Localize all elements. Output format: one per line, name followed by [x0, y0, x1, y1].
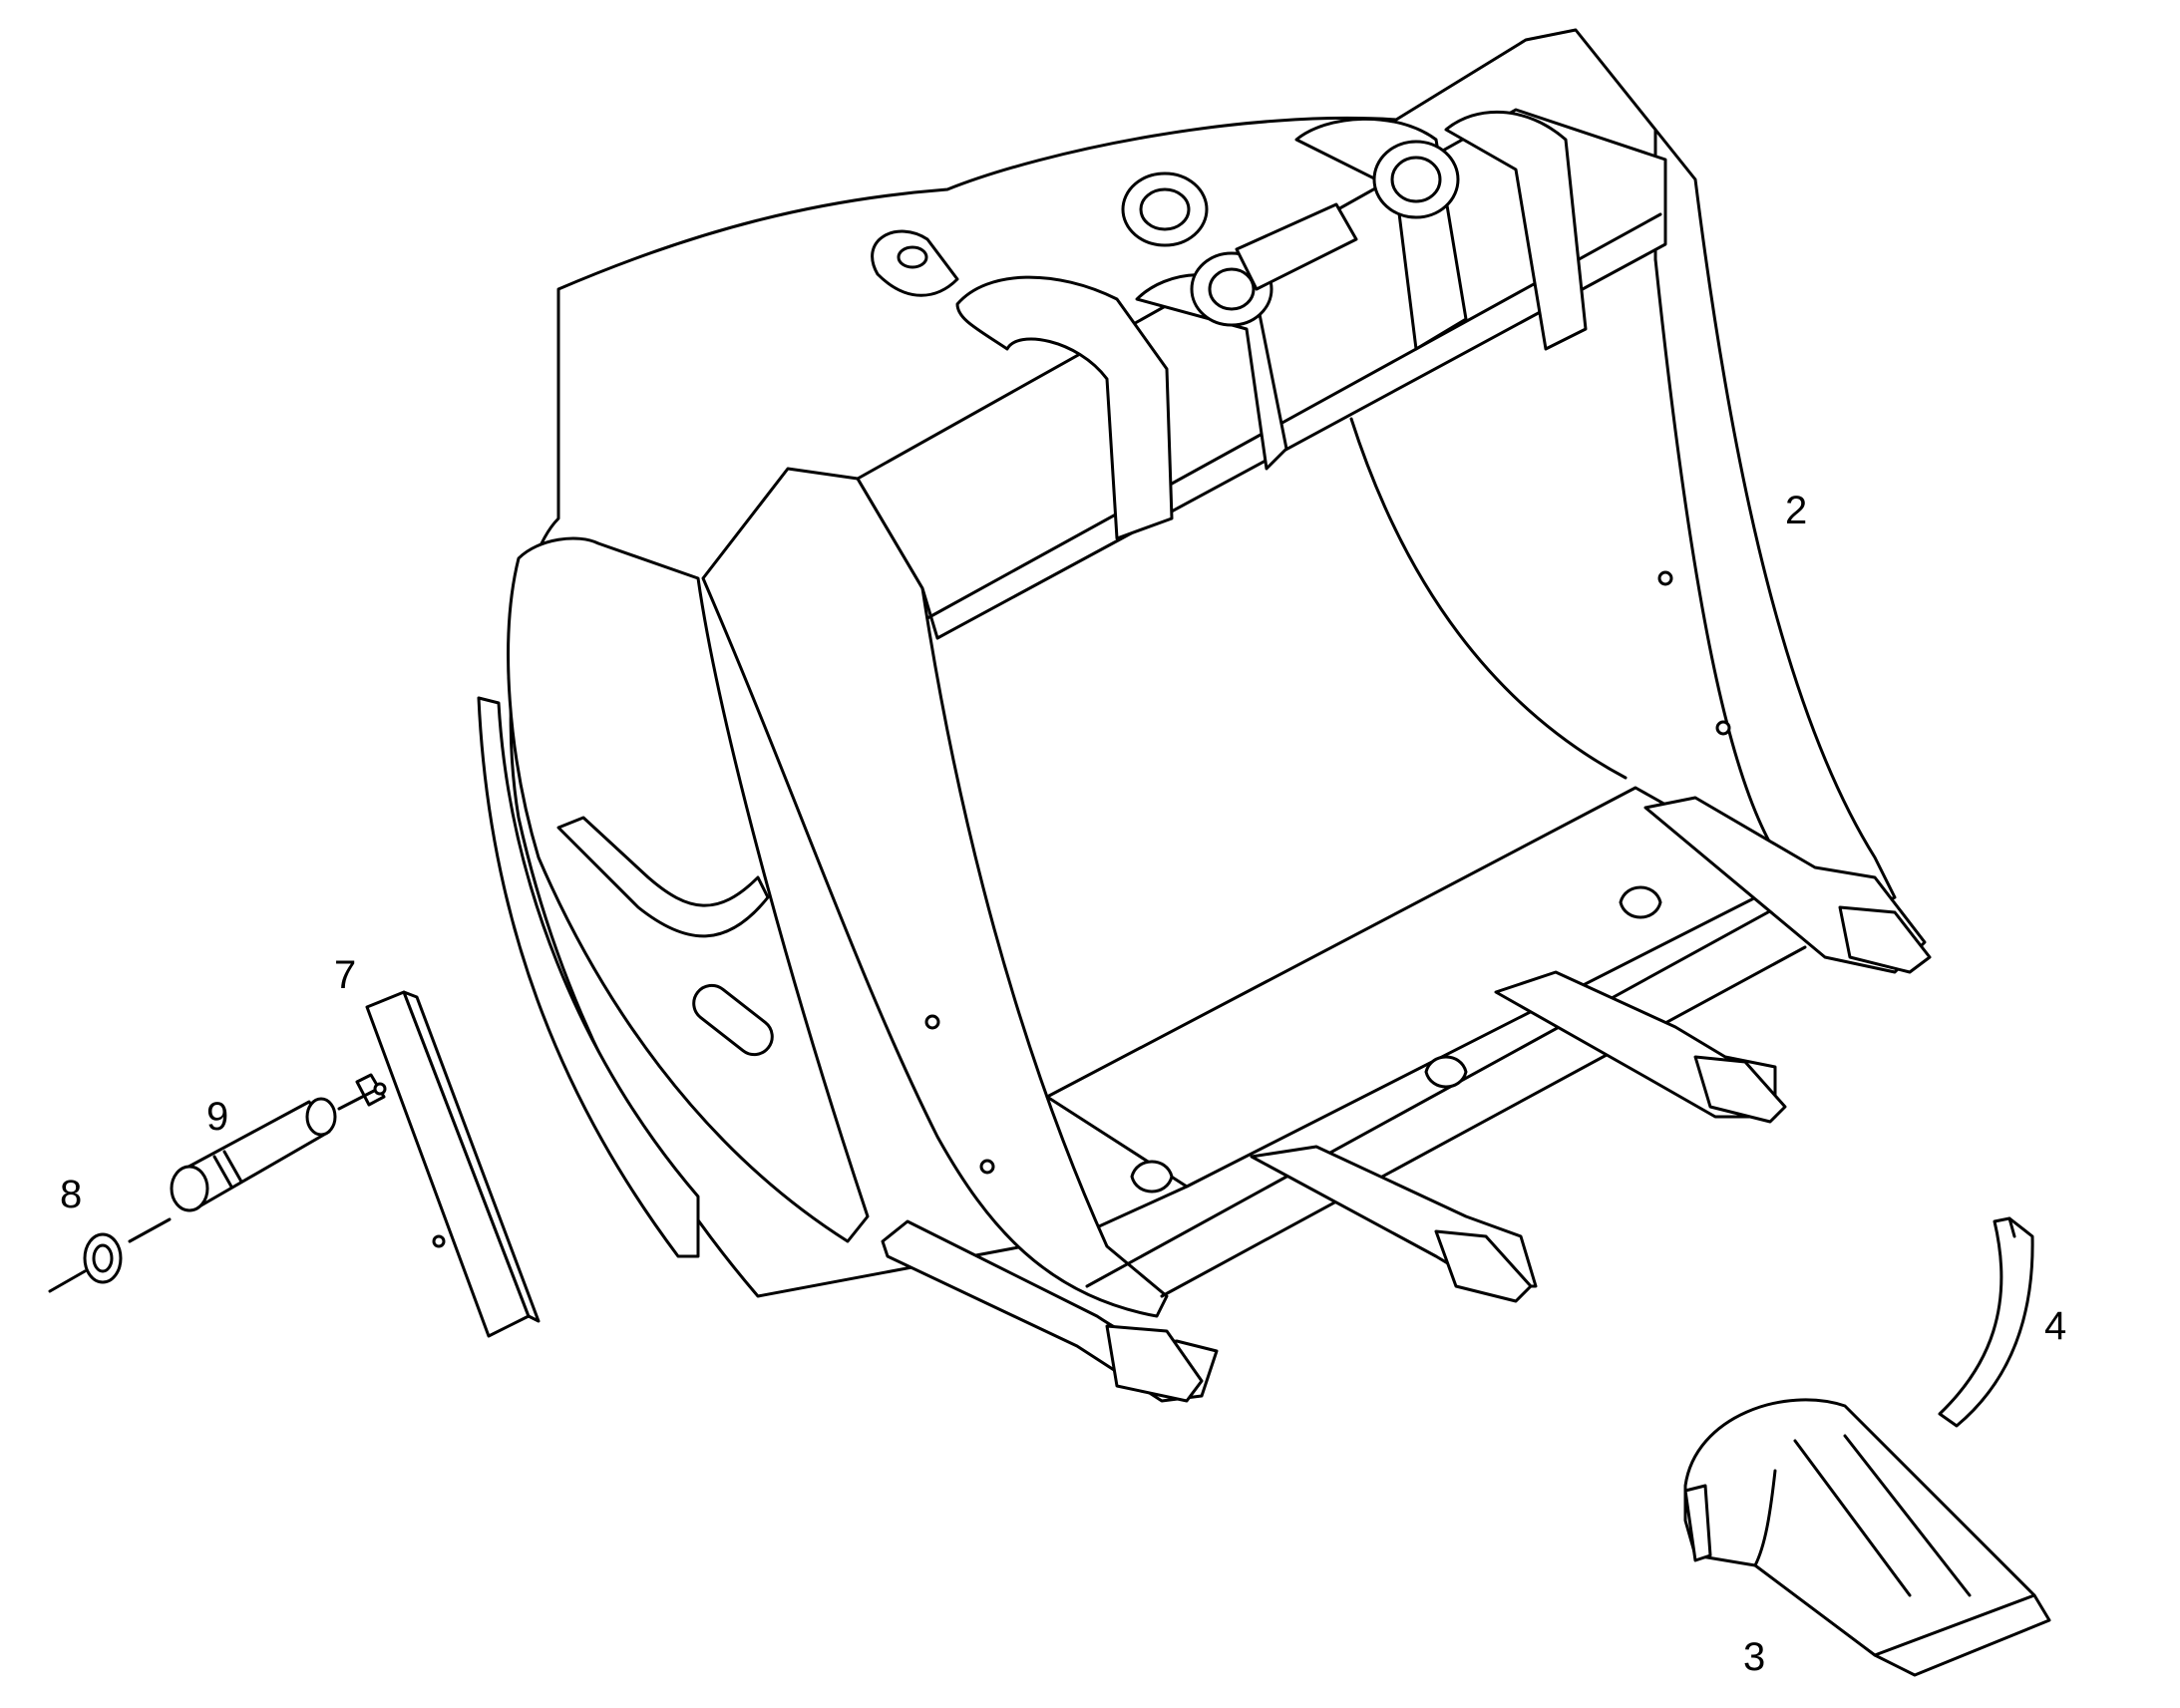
part-label-8: 8 [60, 1173, 83, 1216]
part-label-3: 3 [1743, 1635, 1766, 1679]
bucket-pin-boss-left-front-inner [1208, 267, 1256, 311]
bucket-side-slot [692, 983, 774, 1057]
pin-axis-line [128, 1217, 172, 1243]
part-label-2: 2 [1785, 489, 1808, 532]
side-cutter-bar-notch [355, 1073, 386, 1107]
pin-end-left [170, 1165, 209, 1212]
retaining-ring-drawing [48, 1232, 123, 1293]
part-label-7: 7 [334, 953, 357, 997]
part-label-4: 4 [2044, 1304, 2067, 1348]
bucket-pin-shaft [1235, 202, 1358, 291]
pin-groove [212, 1155, 233, 1189]
bucket-cutting-edge-lower [1160, 945, 1807, 1298]
bucket-side-hole [979, 1159, 995, 1175]
bucket-tooth-tip-4 [1838, 905, 1932, 974]
bucket-side-hole [1657, 570, 1673, 586]
tooth-tip-base-flange [1683, 1484, 1712, 1562]
bucket-side-hole [924, 1014, 940, 1030]
bucket-left-side-rib [556, 816, 770, 938]
part-label-9: 9 [206, 1095, 229, 1139]
tooth-tip-wear-face [1793, 1434, 2036, 1657]
bucket-tooth-tip-1 [1105, 1324, 1204, 1403]
side-cutter-bar-drawing [355, 990, 541, 1338]
side-cutter-segment-drawing [1938, 1216, 2034, 1428]
side-cutter-bar-side [402, 990, 541, 1323]
bucket-front-cheek-left [701, 467, 1169, 1318]
bucket-tooth-tip-3 [1693, 1055, 1787, 1124]
bucket-cutting-edge [1085, 895, 1797, 1288]
pin-axis-line [337, 1089, 376, 1111]
tooth-tip-side [1753, 1469, 1777, 1567]
side-cutter-bar-hole [432, 1234, 446, 1248]
side-cutter-segment-edge [2007, 1216, 2016, 1238]
bucket-inner-curve [1349, 417, 1628, 780]
tooth-tip-drawing [1683, 1398, 2051, 1677]
retaining-ring-inner [92, 1243, 114, 1273]
bucket-wear-plate [1424, 1055, 1468, 1089]
side-cutter-segment [1938, 1216, 2034, 1428]
bucket-mount-ear-left-outer [955, 275, 1174, 540]
bucket-pin-boss-left-rear-inner [1139, 187, 1191, 231]
bucket-wear-plate [1619, 885, 1662, 919]
retaining-ring-axis-line [48, 1269, 87, 1293]
bucket-pin-boss-right-inner [1390, 156, 1442, 203]
bucket-left-side-plate [507, 536, 870, 1243]
pin-drawing [128, 1089, 376, 1243]
bucket-lifting-eye-hole [897, 245, 928, 269]
bucket-drawing [477, 28, 1932, 1403]
bucket-left-wear-strip [477, 696, 700, 1258]
bucket-tooth-tip-2 [1434, 1229, 1533, 1303]
side-cutter-bar-hole [373, 1082, 387, 1096]
pin-groove [222, 1150, 243, 1184]
side-cutter-bar-face [365, 990, 531, 1338]
bucket-wear-plate [1130, 1160, 1174, 1194]
bucket-mount-ear-right-outer [1444, 110, 1588, 351]
bucket-side-hole [1715, 720, 1731, 736]
pin-end-right [305, 1097, 337, 1137]
